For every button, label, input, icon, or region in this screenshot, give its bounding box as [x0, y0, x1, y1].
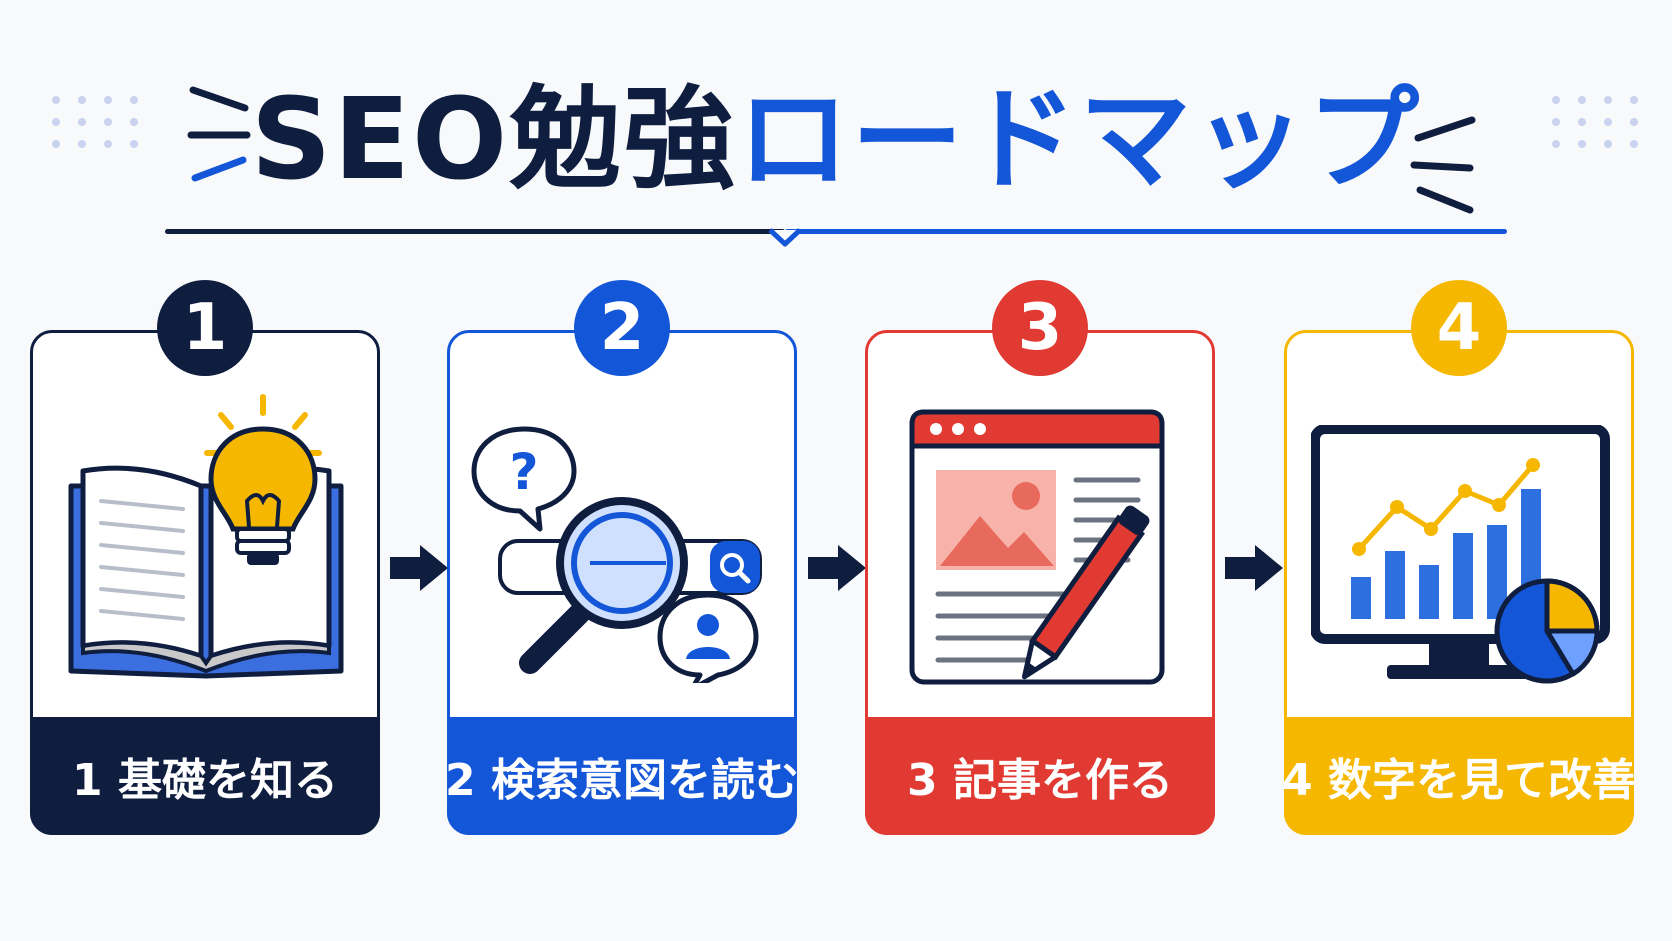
- step-label-text-2: 2 検索意図を読む: [445, 755, 799, 806]
- title-underline-right: [785, 229, 1507, 234]
- step-number-4: 4: [1436, 291, 1482, 365]
- decor-dots-left: [52, 96, 140, 148]
- step-card-1: 1 基礎を知る: [30, 330, 380, 835]
- step-card-4: 4 数字を見て改善: [1282, 330, 1636, 835]
- step-label-2: 2 検索意図を読む: [445, 717, 799, 835]
- title-part2: ロードマップ: [737, 75, 1422, 205]
- step-number-1: 1: [182, 291, 228, 365]
- title-underline-notch: [768, 228, 802, 247]
- step-label-text-4: 4 数字を見て改善: [1282, 755, 1636, 806]
- step-card-2: ? 2 検索意図を読む: [445, 330, 799, 835]
- step-label-3: 3 記事を作る: [865, 717, 1215, 835]
- page-title: SEO勉強ロードマップ: [0, 70, 1672, 210]
- magnifier-search-icon: ?: [471, 426, 762, 683]
- arrow-right-icon: [390, 545, 448, 591]
- arrow-right-icon: [1225, 545, 1283, 591]
- step-badge-3: 3: [992, 280, 1088, 376]
- step-card-3: 3 記事を作る: [865, 330, 1215, 835]
- svg-text:?: ?: [509, 443, 538, 501]
- title-underline-left: [165, 229, 785, 234]
- step-number-3: 3: [1017, 291, 1063, 365]
- step-label-1: 1 基礎を知る: [30, 717, 380, 835]
- step-label-text-3: 3 記事を作る: [907, 755, 1173, 806]
- step-badge-1: 1: [157, 280, 253, 376]
- step-badge-4: 4: [1411, 280, 1507, 376]
- step-label-4: 4 数字を見て改善: [1282, 717, 1636, 835]
- article-pencil-icon: [909, 409, 1165, 685]
- decor-dots-right: [1552, 96, 1640, 148]
- arrow-right-icon: [808, 545, 866, 591]
- step-number-2: 2: [599, 291, 645, 365]
- accent-lines-right: [1410, 116, 1476, 214]
- analytics-monitor-icon: [1311, 425, 1610, 684]
- step-label-text-1: 1 基礎を知る: [72, 755, 338, 806]
- accent-lines-left: [187, 86, 251, 182]
- step-badge-2: 2: [574, 280, 670, 376]
- open-book-lightbulb-icon: [68, 394, 344, 679]
- title-part1: SEO勉強: [250, 75, 738, 205]
